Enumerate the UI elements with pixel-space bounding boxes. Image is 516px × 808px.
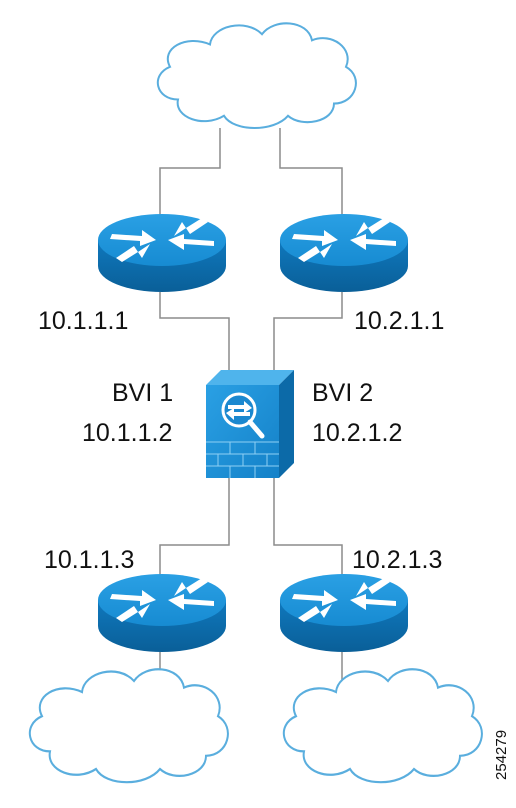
link-cloud-top-to-router-tl (159, 128, 221, 215)
router-top-left-ip-label: 10.1.1.1 (38, 307, 129, 335)
cloud-icon (282, 668, 484, 784)
cloud-icon (28, 668, 230, 784)
link-router-tl-to-firewall (159, 292, 230, 370)
router-bottom-right-ip-label: 10.2.1.3 (352, 546, 443, 574)
bvi2-name-label: BVI 2 (312, 379, 374, 407)
figure-id-label: 254279 (493, 729, 510, 780)
bvi1-ip-label: 10.1.1.2 (82, 419, 173, 447)
router-top-right-ip-label: 10.2.1.1 (354, 307, 445, 335)
link-router-tr-to-firewall (273, 292, 343, 370)
router-icon (280, 214, 408, 292)
link-cloud-top-to-router-tr (279, 128, 343, 215)
bvi1-name-label: BVI 1 (112, 379, 174, 407)
router-icon (280, 574, 408, 652)
cloud-icon (156, 22, 357, 130)
router-icon (98, 574, 226, 652)
link-lines (159, 128, 343, 680)
bvi2-ip-label: 10.2.1.2 (312, 419, 403, 447)
firewall-icon (206, 370, 294, 478)
router-bottom-left-ip-label: 10.1.1.3 (44, 546, 135, 574)
link-firewall-to-router-bl (159, 478, 230, 575)
router-icon (98, 214, 226, 292)
link-firewall-to-router-br (273, 478, 343, 575)
